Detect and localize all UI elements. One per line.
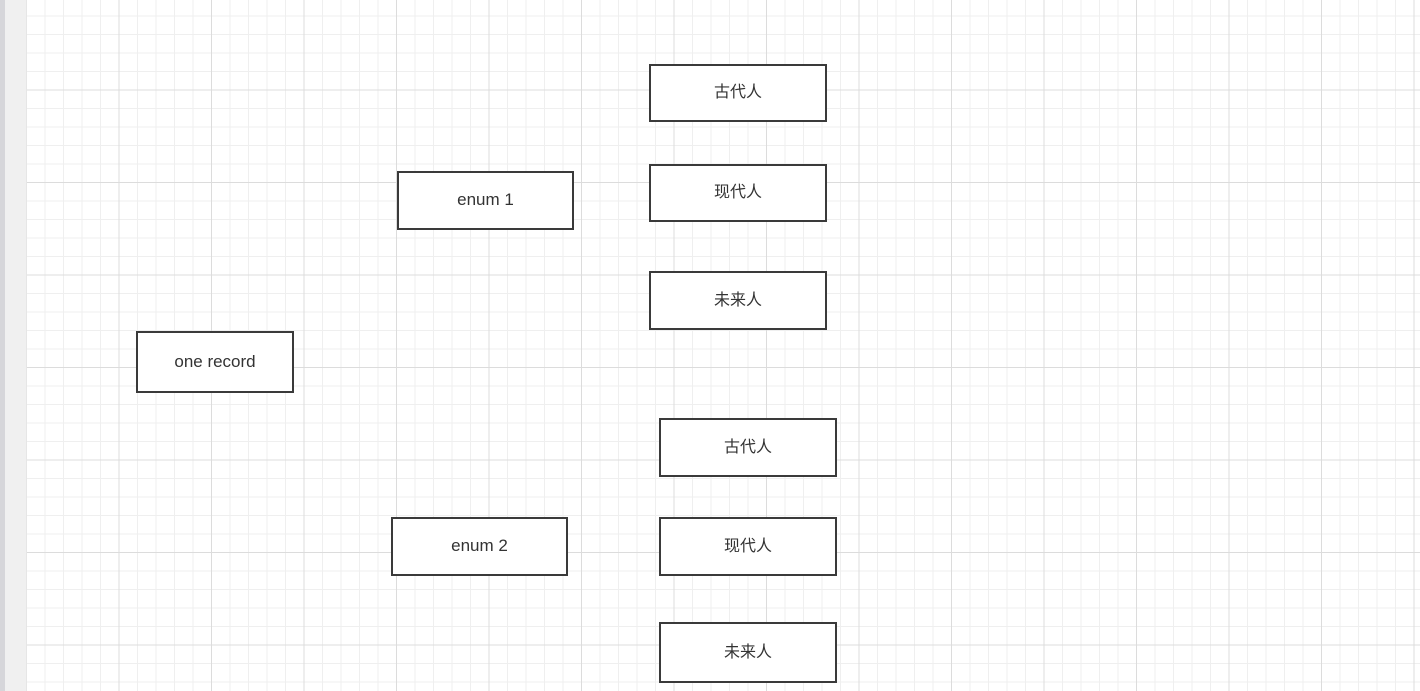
node-one-record[interactable]: one record [136,331,294,393]
node-gudairen-2[interactable]: 古代人 [659,418,837,477]
node-xiandairen-2-label: 现代人 [723,537,772,555]
left-rail [0,0,27,691]
node-enum-2[interactable]: enum 2 [391,517,568,576]
node-gudairen-1[interactable]: 古代人 [649,64,827,122]
node-xiandairen-1[interactable]: 现代人 [649,164,827,222]
node-enum-1[interactable]: enum 1 [397,171,574,230]
node-weilairen-1[interactable]: 未来人 [649,271,827,330]
node-weilairen-2-label: 未来人 [723,643,772,661]
node-enum-2-label: enum 2 [451,536,508,556]
node-enum-1-label: enum 1 [457,190,514,210]
left-rail-edge [0,0,5,691]
node-xiandairen-2[interactable]: 现代人 [659,517,837,576]
node-gudairen-2-label: 古代人 [723,438,772,456]
node-weilairen-1-label: 未来人 [713,291,762,309]
node-weilairen-2[interactable]: 未来人 [659,622,837,683]
node-gudairen-1-label: 古代人 [713,84,762,102]
node-xiandairen-1-label: 现代人 [713,184,762,202]
left-rail-divider [26,0,27,691]
node-one-record-label: one record [174,351,256,371]
